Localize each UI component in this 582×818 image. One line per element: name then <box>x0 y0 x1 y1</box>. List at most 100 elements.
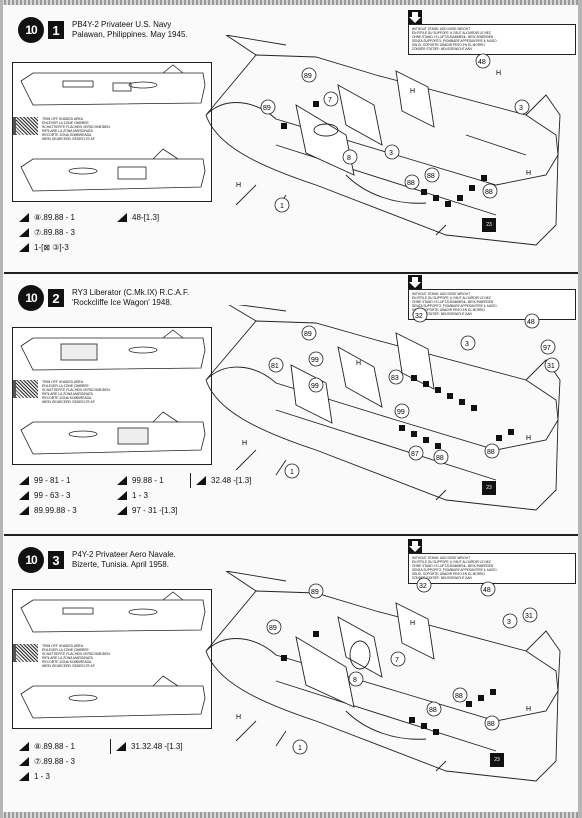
svg-text:H: H <box>526 435 531 442</box>
brush-icon <box>116 505 128 516</box>
svg-text:H: H <box>496 70 501 77</box>
brush-icon <box>18 475 30 486</box>
section-divider <box>4 272 578 274</box>
svg-text:89: 89 <box>304 331 312 338</box>
shaded-area-swatch <box>16 380 38 398</box>
svg-text:99: 99 <box>311 383 319 390</box>
brush-icon <box>18 756 30 767</box>
paint-row: 99.88 - 1 <box>116 473 177 488</box>
paint-row: ⑧.89.88 - 1 <box>18 210 75 225</box>
svg-text:7: 7 <box>395 657 399 664</box>
paint-row: 1 - 3 <box>18 769 75 784</box>
svg-text:48: 48 <box>527 319 535 326</box>
next-page-marker: 23 <box>482 218 496 232</box>
callout-labels: 89 89 7 8 88 88 32 48 3 31 88 <box>236 577 538 755</box>
paint-row: 48-[1.3] <box>116 210 159 225</box>
scan-edge-left <box>0 0 3 818</box>
brush-icon <box>18 771 30 782</box>
paint-row: 99 - 81 - 1 <box>18 473 77 488</box>
svg-text:99: 99 <box>311 357 319 364</box>
down-arrow-icon <box>408 539 422 553</box>
paint-row: ⑦.89.88 - 3 <box>18 225 75 240</box>
trim-shaded-note: TRIM OFF SHADED AREA ENLEVER LA ZONE OMB… <box>16 380 110 404</box>
svg-text:1: 1 <box>280 203 284 210</box>
svg-text:H: H <box>236 182 241 189</box>
scan-edge-right <box>578 0 582 818</box>
brush-icon <box>18 212 30 223</box>
svg-text:99: 99 <box>397 409 405 416</box>
step-title: 10 1 PB4Y-2 Privateer U.S. Navy Palawan,… <box>18 17 188 43</box>
svg-text:H: H <box>356 360 361 367</box>
brush-icon <box>195 475 207 486</box>
paint-legend-right: 48-[1.3] <box>116 210 159 225</box>
svg-text:H: H <box>236 714 241 721</box>
next-page-marker: 23 <box>490 753 504 767</box>
step-section-3: 10 3 P4Y-2 Privateer Aero Navale. Bizert… <box>4 537 578 812</box>
paint-row: ⑧.89.88 - 1 <box>18 739 75 754</box>
svg-text:48: 48 <box>483 587 491 594</box>
svg-text:3: 3 <box>507 619 511 626</box>
fuselage-assembly-diagram: 89 89 7 8 3 88 88 3 88 48 1 <box>205 35 561 246</box>
svg-text:88: 88 <box>487 721 495 728</box>
svg-text:88: 88 <box>487 449 495 456</box>
paint-row: 32.48 -[1.3] <box>195 473 251 488</box>
variant-badge: 3 <box>48 551 64 569</box>
shaded-area-swatch <box>16 117 38 135</box>
down-arrow-icon <box>408 275 422 289</box>
paint-legend: ⑧.89.88 - 1 ⑦.89.88 - 3 1-[⊠ ③]-3 <box>18 210 75 255</box>
paint-legend: ⑧.89.88 - 1 ⑦.89.88 - 3 1 - 3 <box>18 739 75 784</box>
paint-row: 31.32.48 -[1.3] <box>115 739 183 754</box>
svg-text:8: 8 <box>347 155 351 162</box>
brush-icon <box>18 227 30 238</box>
step-title: 10 2 RY3 Liberator (C.Mk.IX) R.C.A.F. 'R… <box>18 285 189 311</box>
svg-text:88: 88 <box>427 173 435 180</box>
svg-text:81: 81 <box>271 363 279 370</box>
down-arrow-icon <box>408 10 422 24</box>
step-number-badge: 10 <box>18 17 44 43</box>
svg-text:3: 3 <box>389 150 393 157</box>
step-number-badge: 10 <box>18 285 44 311</box>
paint-row: 1-[⊠ ③]-3 <box>18 240 75 255</box>
svg-text:31: 31 <box>547 363 555 370</box>
svg-text:89: 89 <box>304 73 312 80</box>
svg-text:88: 88 <box>407 180 415 187</box>
svg-text:89: 89 <box>311 589 319 596</box>
aircraft-caption: PB4Y-2 Privateer U.S. Navy Palawan, Phil… <box>72 20 188 39</box>
aircraft-caption: P4Y-2 Privateer Aero Navale. Bizerte, Tu… <box>72 550 176 569</box>
section-divider <box>4 534 578 536</box>
svg-text:88: 88 <box>485 189 493 196</box>
svg-text:87: 87 <box>411 451 419 458</box>
callout-labels: 89 81 99 83 99 99 87 88 88 32 <box>242 307 560 479</box>
scan-edge-bottom <box>0 812 582 818</box>
brush-icon <box>18 490 30 501</box>
paint-row: ⑦.89.88 - 3 <box>18 754 75 769</box>
variant-badge: 1 <box>48 21 64 39</box>
trim-shaded-note: TRIM OFF SHADED AREA ENLEVER LA ZONE OMB… <box>16 117 110 141</box>
trim-shaded-note: TRIM OFF SHADED AREA ENLEVER LA ZONE OMB… <box>16 644 110 668</box>
brush-icon <box>18 741 30 752</box>
paint-row: 97 - 31 -[1.3] <box>116 503 177 518</box>
trim-inset-box: TRIM OFF SHADED AREA ENLEVER LA ZONE OMB… <box>12 62 212 202</box>
svg-text:8: 8 <box>353 677 357 684</box>
variant-badge: 2 <box>48 289 64 307</box>
paint-legend-mid: 99.88 - 1 1 - 3 97 - 31 -[1.3] <box>116 473 177 518</box>
brush-icon <box>116 212 128 223</box>
paint-row: 1 - 3 <box>116 488 177 503</box>
svg-text:3: 3 <box>519 105 523 112</box>
svg-text:3: 3 <box>465 341 469 348</box>
svg-text:83: 83 <box>391 375 399 382</box>
svg-text:32: 32 <box>415 313 423 320</box>
svg-text:32: 32 <box>419 583 427 590</box>
callout-labels: 89 89 7 8 3 88 88 3 88 48 1 <box>236 53 531 213</box>
brush-icon <box>18 505 30 516</box>
svg-text:89: 89 <box>263 105 271 112</box>
svg-text:H: H <box>526 170 531 177</box>
svg-text:H: H <box>242 440 247 447</box>
paint-row: 89.99.88 - 3 <box>18 503 77 518</box>
paint-row: 99 - 63 - 3 <box>18 488 77 503</box>
aircraft-caption: RY3 Liberator (C.Mk.IX) R.C.A.F. 'Rockcl… <box>72 288 190 307</box>
svg-text:88: 88 <box>436 455 444 462</box>
step-title: 10 3 P4Y-2 Privateer Aero Navale. Bizert… <box>18 547 176 573</box>
paint-legend-right: 32.48 -[1.3] <box>190 473 251 488</box>
step-section-1: 10 1 PB4Y-2 Privateer U.S. Navy Palawan,… <box>4 5 578 271</box>
